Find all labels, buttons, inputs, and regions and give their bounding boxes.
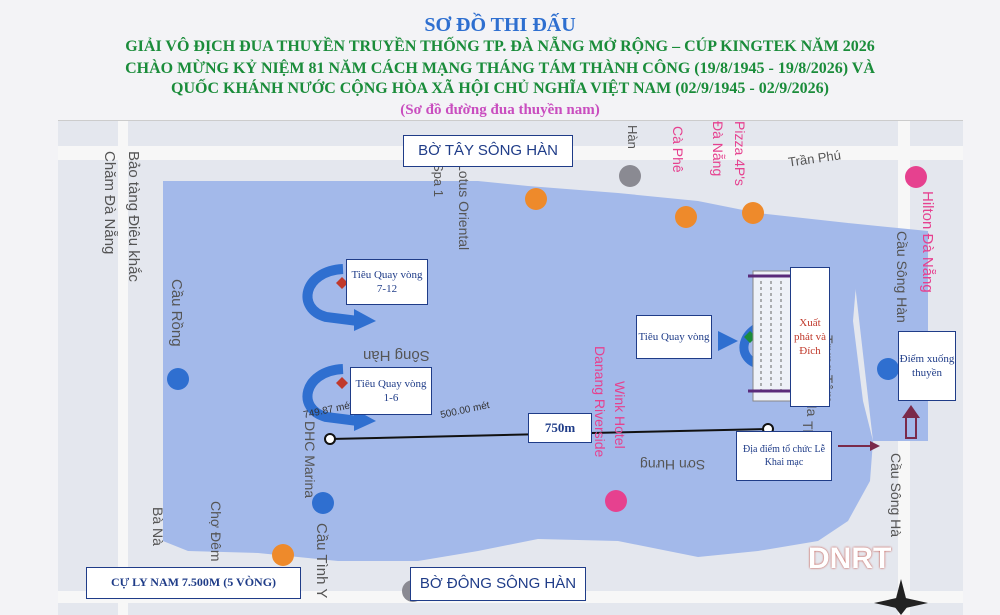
- title-line2: GIẢI VÔ ĐỊCH ĐUA THUYỀN TRUYỀN THỐNG TP.…: [125, 38, 875, 55]
- title-line3: CHÀO MỪNG KỶ NIỆM 81 NĂM CÁCH MẠNG THÁNG…: [125, 60, 875, 77]
- ceremony-arrow: [838, 441, 880, 451]
- distance-750-box: 750m: [528, 413, 592, 443]
- label-song-han: Sông Hàn: [363, 347, 430, 364]
- label-cham: Chăm Đà Nẵng: [101, 151, 118, 255]
- west-bank-box: BỜ TÂY SÔNG HÀN: [403, 135, 573, 167]
- label-da-nang: Đà Nẵng: [710, 121, 726, 177]
- start-finish-box: Xuất phát và Đích: [790, 267, 830, 407]
- race-map: Bảo tàng Điêu khắc Chăm Đà Nẵng Cầu Rồng…: [58, 120, 963, 615]
- title-line1: SƠ ĐỒ THI ĐẤU: [424, 14, 576, 36]
- turn-arrow-7-12: [302, 264, 376, 331]
- label-lotus: Lotus Oriental: [456, 163, 472, 251]
- east-bank-box: BỜ ĐÔNG SÔNG HÀN: [410, 567, 586, 601]
- label-cho-dem: Chợ Đêm: [208, 501, 224, 562]
- label-bao-tang: Bảo tàng Điêu khắc: [125, 151, 142, 282]
- label-spa: Spa 1: [431, 163, 446, 197]
- label-cau-tinh-yeu: Cầu Tình Y: [313, 523, 330, 599]
- label-ca-phe: Cà Phê: [670, 126, 686, 173]
- ceremony-box: Địa điểm tổ chức Lễ Khai mạc: [736, 431, 832, 481]
- total-distance-box: CỰ LY NAM 7.500M (5 VÒNG): [86, 567, 301, 599]
- label-han: Hàn: [625, 125, 640, 149]
- start-lanes: [748, 270, 807, 402]
- label-cau-song-han: Cầu Sông Hàn: [894, 231, 910, 323]
- label-wink: Wink Hotel: [612, 381, 628, 449]
- label-pizza: Pizza 4P's: [732, 121, 748, 186]
- poi-pins: [167, 165, 927, 602]
- label-riverside: Danang Riverside: [592, 346, 608, 458]
- dnrt-logo: DNRT: [808, 542, 892, 575]
- label-hilton: Hilton Đà Nẵng: [919, 191, 936, 293]
- compass-icon: [874, 579, 928, 615]
- label-ba-na: Bà Nà: [150, 507, 166, 546]
- turn-7-12-box: Tiêu Quay vòng 7-12: [346, 259, 428, 305]
- landing-arrow: [902, 405, 920, 439]
- label-marina: DHC Marina: [302, 421, 318, 499]
- title-line4: QUỐC KHÁNH NƯỚC CỘNG HÒA XÃ HỘI CHỦ NGHĨ…: [171, 80, 829, 97]
- landing-box: Điểm xuống thuyền: [898, 331, 956, 401]
- turn-finish-box: Tiêu Quay vòng: [636, 315, 712, 359]
- turn-1-6-box: Tiêu Quay vòng 1-6: [350, 367, 432, 415]
- subtitle: (Sơ đồ đường đua thuyền nam): [400, 102, 600, 118]
- label-cau-rong: Cầu Rồng: [168, 279, 185, 347]
- label-cau-song-han-bottom: Cầu Sông Hà: [888, 453, 904, 538]
- label-son-hung: Sơn Hưng: [640, 457, 706, 473]
